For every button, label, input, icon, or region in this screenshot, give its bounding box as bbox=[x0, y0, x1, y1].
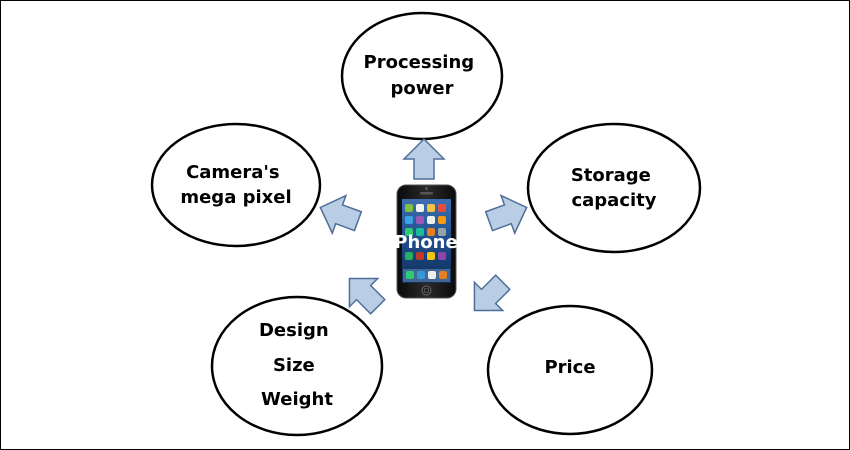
phone-illustration bbox=[396, 184, 457, 299]
price-label: Price bbox=[544, 357, 595, 378]
arrow-to-storage bbox=[484, 194, 528, 236]
phone-camera bbox=[425, 187, 428, 190]
app-icon-grid bbox=[403, 204, 450, 282]
processing-power-label: Processing power bbox=[364, 52, 481, 99]
arrow-to-price bbox=[473, 274, 511, 312]
camera-mega-pixel-ellipse bbox=[150, 122, 322, 248]
design-size-weight-ellipse bbox=[210, 295, 384, 437]
camera-mega-pixel-label: Camera's mega pixel bbox=[180, 162, 291, 208]
arrow-to-processing bbox=[402, 137, 446, 180]
price-ellipse bbox=[486, 304, 654, 436]
design-size-weight-label: Design Size Weight bbox=[259, 320, 335, 410]
phone-home-button bbox=[421, 285, 432, 296]
storage-capacity-label: Storage capacity bbox=[571, 165, 657, 211]
phone-earpiece bbox=[420, 192, 433, 195]
arrow-to-camera bbox=[319, 194, 363, 236]
processing-power-ellipse bbox=[340, 11, 504, 141]
storage-capacity-ellipse bbox=[526, 122, 702, 254]
arrow-to-design bbox=[348, 277, 386, 315]
center-label: Phone bbox=[394, 232, 457, 253]
